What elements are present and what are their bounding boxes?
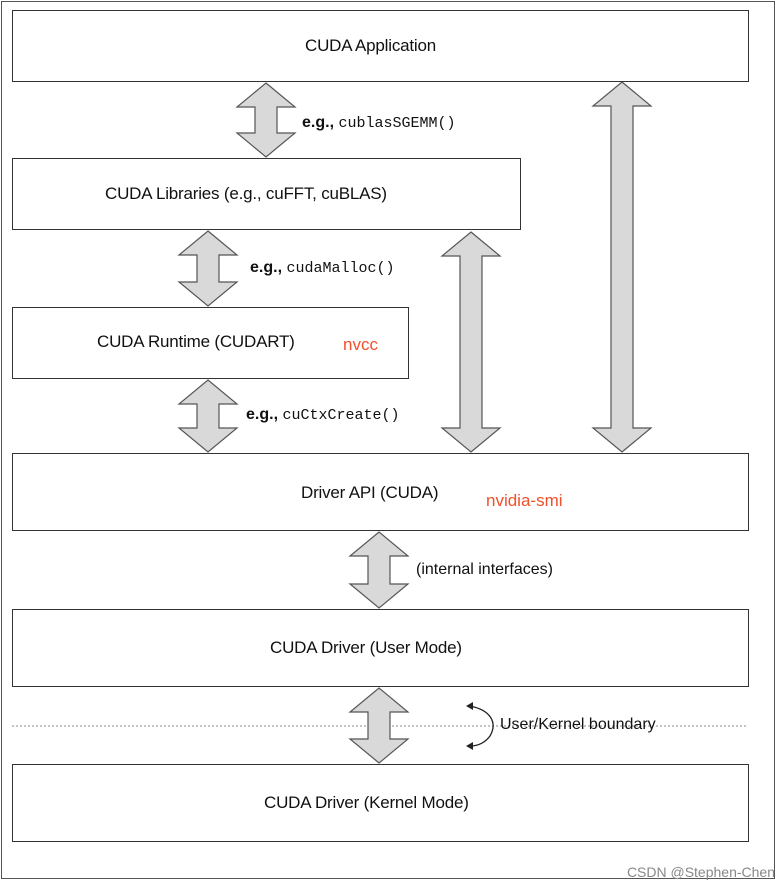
watermark: CSDN @Stephen-Chen xyxy=(626,864,775,880)
nvidia-smi-annotation: nvidia-smi xyxy=(486,491,563,510)
arrow-app-libraries xyxy=(235,82,297,158)
cuda-driver-kernel-label: CUDA Driver (Kernel Mode) xyxy=(264,793,469,812)
arrow-runtime-driverapi xyxy=(177,379,239,453)
arrow-driverapi-usermode xyxy=(348,531,410,609)
cuctxcreate-call: cuCtxCreate() xyxy=(282,407,400,424)
cuda-runtime-box: CUDA Runtime (CUDART) xyxy=(12,307,409,379)
cuda-libraries-label: CUDA Libraries (e.g., cuFFT, cuBLAS) xyxy=(105,184,387,203)
cuda-runtime-label: CUDA Runtime (CUDART) xyxy=(97,332,295,351)
arrow-libraries-runtime xyxy=(177,230,239,307)
call-note-lib-to-runtime: e.g., cudaMalloc() xyxy=(250,259,395,277)
cuda-driver-user-box: CUDA Driver (User Mode) xyxy=(12,609,749,687)
cublas-call: cublasSGEMM() xyxy=(338,115,456,132)
boundary-curve-head-bottom xyxy=(466,742,473,750)
eg-label: e.g., xyxy=(302,114,335,131)
driver-api-box: Driver API (CUDA) xyxy=(12,453,749,531)
cudamalloc-call: cudaMalloc() xyxy=(286,260,395,277)
eg-label: e.g., xyxy=(246,406,279,423)
eg-label: e.g., xyxy=(250,259,283,276)
figure-frame xyxy=(1,1,775,879)
call-note-app-to-lib: e.g., cublasSGEMM() xyxy=(302,114,456,132)
user-kernel-boundary-label: User/Kernel boundary xyxy=(500,716,656,733)
cuda-application-label: CUDA Application xyxy=(305,36,436,55)
cuda-libraries-box: CUDA Libraries (e.g., cuFFT, cuBLAS) xyxy=(12,158,521,230)
nvcc-annotation: nvcc xyxy=(343,335,378,354)
arrow-libraries-driverapi xyxy=(440,231,502,453)
cuda-driver-user-label: CUDA Driver (User Mode) xyxy=(270,638,462,657)
cuda-application-box: CUDA Application xyxy=(12,10,749,82)
arrow-app-driverapi xyxy=(591,81,653,453)
driver-api-label: Driver API (CUDA) xyxy=(301,483,439,502)
boundary-curve-arrow xyxy=(469,705,494,747)
call-note-runtime-to-driver: e.g., cuCtxCreate() xyxy=(246,406,400,424)
arrow-usermode-kernelmode xyxy=(348,687,410,764)
internal-interfaces-note: (internal interfaces) xyxy=(416,561,553,578)
boundary-curve-head-top xyxy=(466,702,473,710)
cuda-driver-kernel-box: CUDA Driver (Kernel Mode) xyxy=(12,764,749,842)
